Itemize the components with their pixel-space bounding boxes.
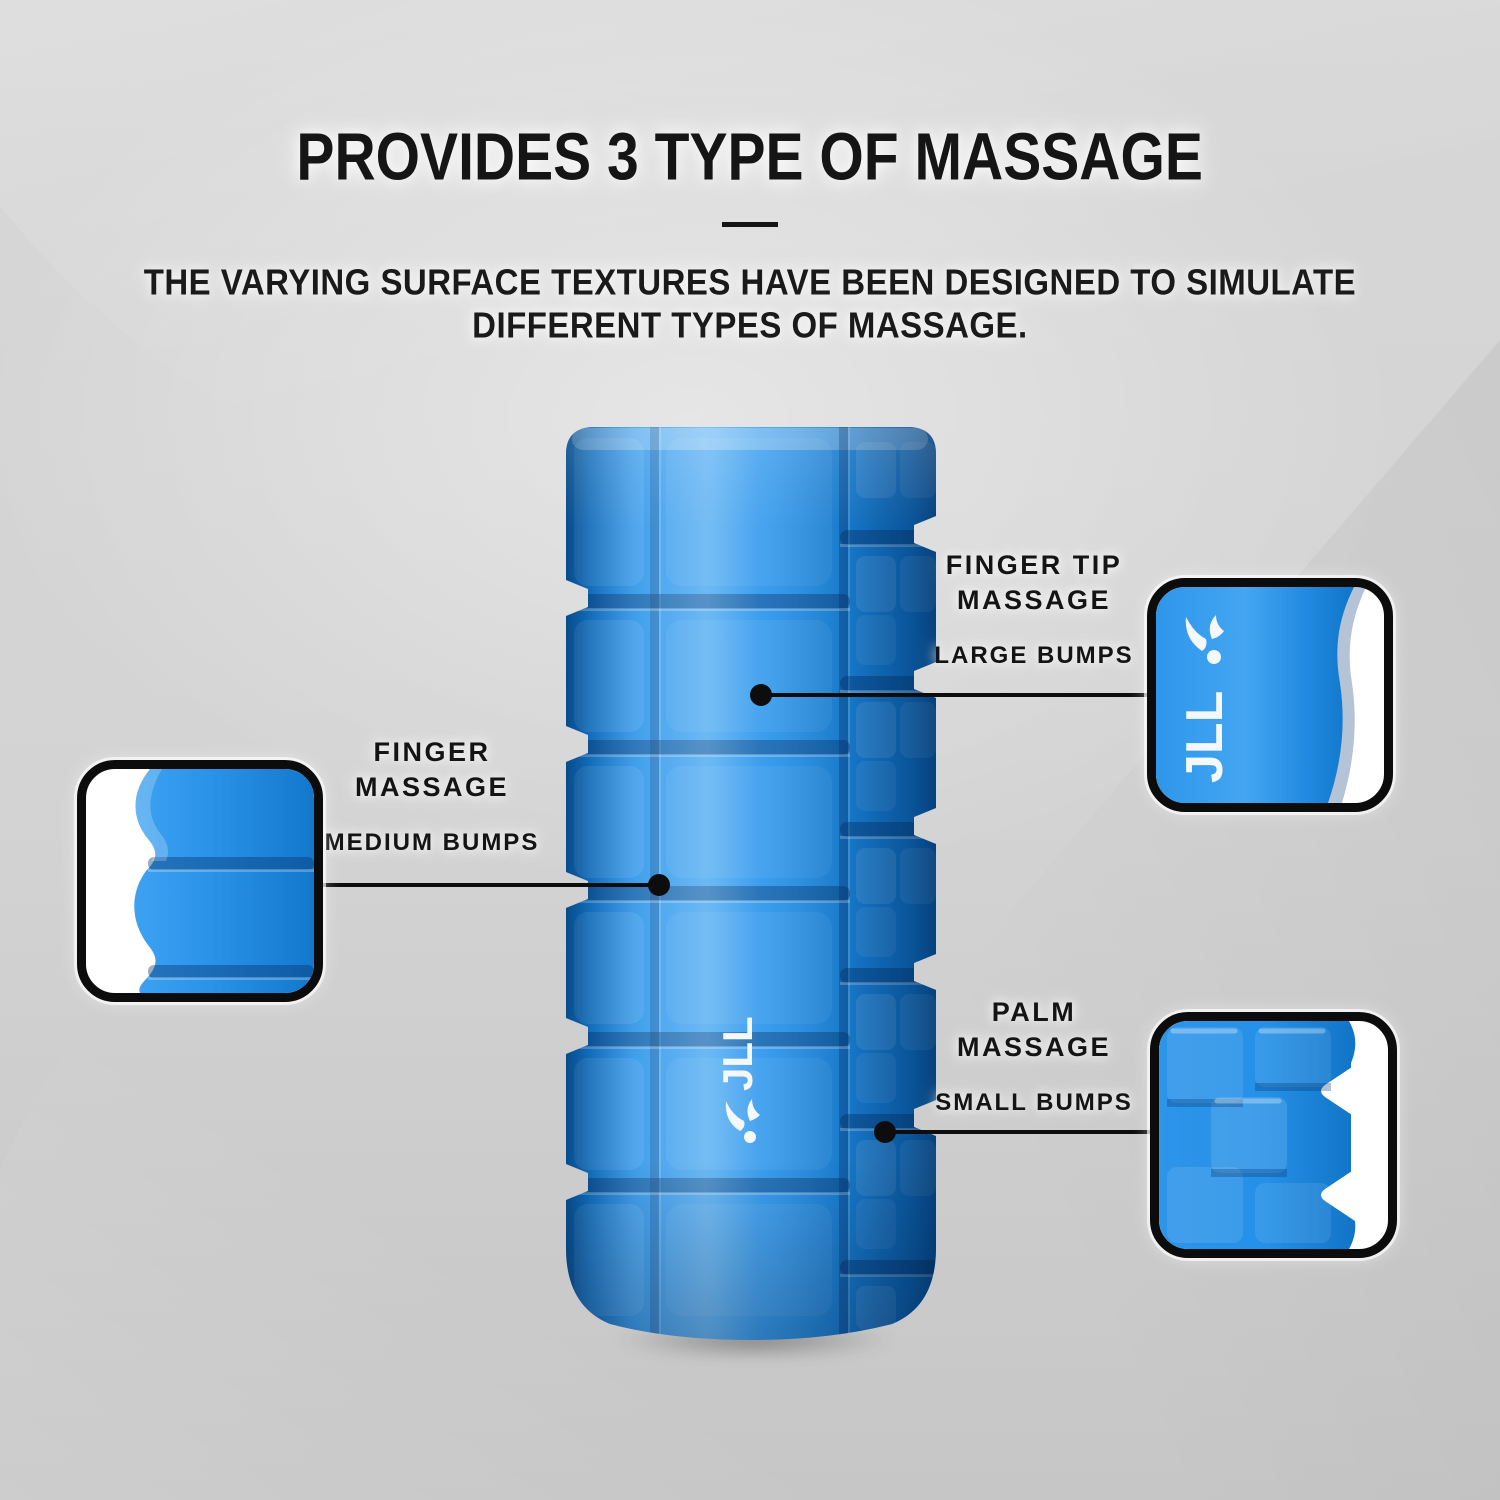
callout-label-finger: FINGER MASSAGE MEDIUM BUMPS bbox=[276, 735, 588, 857]
brand-logo-text: JLL bbox=[714, 1016, 761, 1091]
foam-roller-illustration: JLL bbox=[566, 427, 936, 1340]
brand-logo: JLL bbox=[714, 1016, 761, 1143]
callout-dot-finger-tip bbox=[750, 684, 772, 706]
finger-bump-label: MEDIUM BUMPS bbox=[324, 829, 540, 856]
callout-dot-palm bbox=[874, 1121, 896, 1143]
detail-zoom-large-bumps: JLL bbox=[1156, 587, 1366, 803]
detail-zoom-medium-bumps bbox=[134, 769, 314, 993]
callout-dot-finger bbox=[648, 874, 670, 896]
page-title: PROVIDES 3 TYPE OF MASSAGE bbox=[296, 120, 1204, 195]
runner-icon bbox=[725, 1099, 760, 1143]
finger-tip-title-line2: MASSAGE bbox=[956, 585, 1112, 615]
palm-bump-label: SMALL BUMPS bbox=[935, 1089, 1133, 1116]
finger-tip-bump-label: LARGE BUMPS bbox=[934, 642, 1134, 669]
callout-label-palm: PALM MASSAGE SMALL BUMPS bbox=[878, 995, 1190, 1117]
finger-title-line1: FINGER bbox=[373, 737, 491, 767]
finger-tip-title-line1: FINGER TIP bbox=[945, 550, 1123, 580]
detail-box-finger bbox=[77, 760, 323, 1002]
detail-brand-logo-text: JLL bbox=[1176, 691, 1234, 783]
palm-title-line2: MASSAGE bbox=[956, 1032, 1112, 1062]
subtitle-line-2: DIFFERENT TYPES OF MASSAGE. bbox=[472, 306, 1028, 346]
title-divider bbox=[722, 222, 778, 227]
detail-box-finger-tip: JLL bbox=[1147, 578, 1393, 812]
subtitle-line-1: THE VARYING SURFACE TEXTURES HAVE BEEN D… bbox=[143, 263, 1357, 303]
page-subtitle: THE VARYING SURFACE TEXTURES HAVE BEEN D… bbox=[0, 263, 1500, 346]
detail-box-palm bbox=[1150, 1012, 1397, 1258]
palm-title-line1: PALM bbox=[991, 997, 1077, 1027]
detail-runner-icon bbox=[1185, 615, 1224, 664]
callout-line-palm bbox=[885, 1130, 1155, 1134]
callout-line-finger-tip bbox=[760, 693, 1152, 697]
finger-title-line2: MASSAGE bbox=[354, 772, 510, 802]
callout-line-finger bbox=[320, 883, 660, 887]
detail-zoom-small-bumps bbox=[1159, 1021, 1356, 1249]
callout-label-finger-tip: FINGER TIP MASSAGE LARGE BUMPS bbox=[878, 548, 1190, 670]
